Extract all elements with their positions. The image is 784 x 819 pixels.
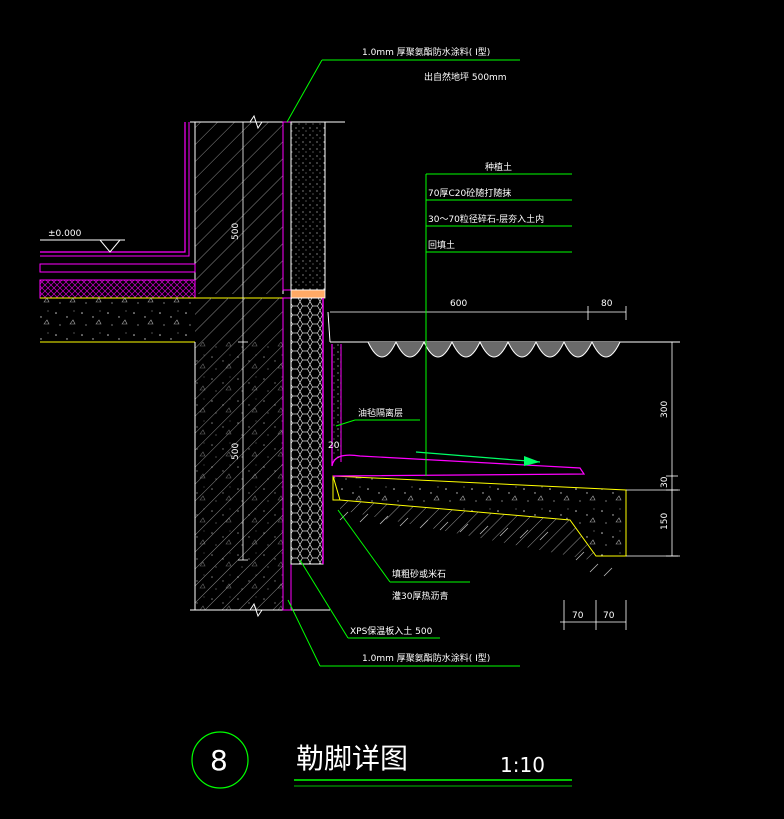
dim-70-right: 70 xyxy=(603,611,615,621)
joint-fill-note-1: 填粗砂或米石 xyxy=(392,568,446,580)
felt-layer-note: 油毡隔离层 xyxy=(358,407,403,419)
layer-note-gravel: 30～70粒径碎石-层夯入土内 xyxy=(428,213,544,225)
layer-note-backfill: 回填土 xyxy=(428,239,455,251)
dim-30: 30 xyxy=(660,476,670,488)
layer-note-planting-soil: 种植土 xyxy=(485,161,512,173)
dimension-labels: 500 500 600 80 300 30 150 20 70 70 xyxy=(231,223,670,621)
floor-slab: ±0.000 xyxy=(39,229,283,343)
upper-wall xyxy=(40,114,345,294)
below-grade-insulation xyxy=(282,297,324,611)
dim-20: 20 xyxy=(328,441,340,451)
dim-500-lower: 500 xyxy=(231,443,241,460)
upper-insulation xyxy=(282,121,326,299)
foundation-wall xyxy=(190,298,330,618)
layer-note-concrete: 70厚C20砼随打随抹 xyxy=(428,187,511,199)
detail-number: 8 xyxy=(210,744,228,777)
bottom-note-coating: 1.0mm 厚聚氨酯防水涂料( I型) xyxy=(362,652,490,664)
elevation-label: ±0.000 xyxy=(48,229,82,239)
dim-70-left: 70 xyxy=(572,611,584,621)
dim-300: 300 xyxy=(660,401,670,418)
detail-title: 勒脚详图 xyxy=(296,742,408,775)
detail-number-circle xyxy=(191,731,249,789)
exterior-ground xyxy=(327,311,680,358)
top-note-coating: 1.0mm 厚聚氨酯防水涂料( I型) xyxy=(362,46,490,58)
dim-500-upper: 500 xyxy=(231,223,241,240)
top-note-above-grade: 出自然地坪 500mm xyxy=(424,71,507,83)
detail-scale: 1:10 xyxy=(500,753,545,777)
notes: 1.0mm 厚聚氨酯防水涂料( I型) 出自然地坪 500mm 种植土 70厚C… xyxy=(350,46,544,664)
xps-note: XPS保温板入土 500 xyxy=(350,625,433,637)
apron-slab xyxy=(331,344,627,577)
dim-80: 80 xyxy=(601,299,613,309)
dim-600: 600 xyxy=(450,299,467,309)
joint-fill-note-2: 灌30厚热沥青 xyxy=(392,590,448,602)
dimensions xyxy=(238,122,680,630)
leaders xyxy=(286,59,572,667)
title-block: 8 勒脚详图 1:10 xyxy=(191,731,572,789)
dim-150: 150 xyxy=(660,513,670,530)
